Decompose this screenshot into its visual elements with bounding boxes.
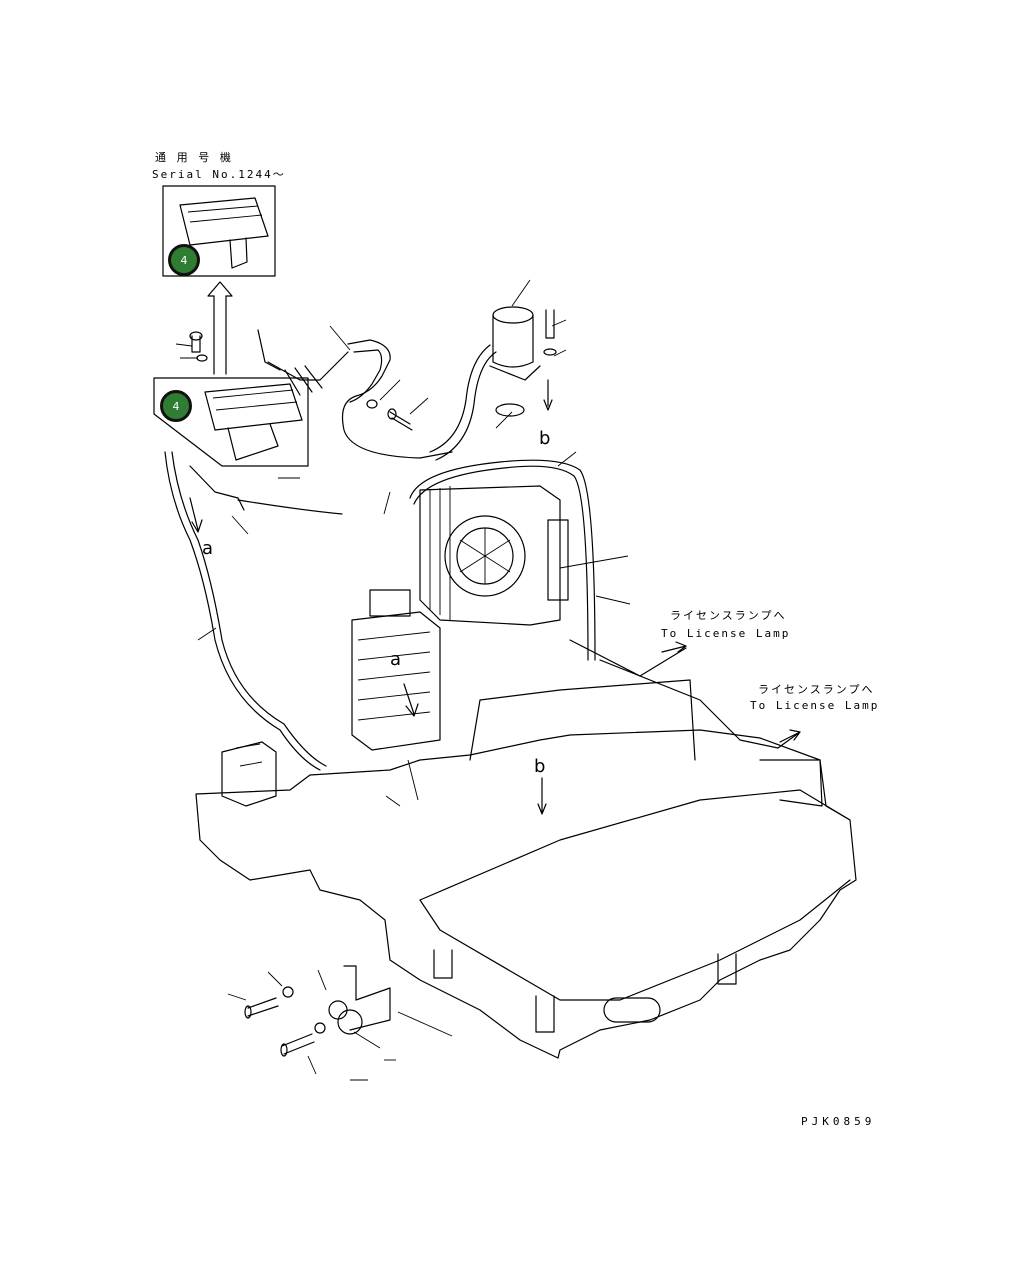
serial-header-jp: 通 用 号 機 — [155, 151, 233, 164]
up-arrow — [207, 281, 233, 375]
hose-top — [429, 344, 491, 453]
arrow-b2 — [537, 777, 547, 815]
lamp-wire-2 — [599, 659, 801, 749]
upper-harness — [257, 329, 453, 459]
terminal-block — [204, 383, 303, 461]
letter-a-center: a — [390, 649, 402, 670]
radiator-harness — [409, 459, 596, 661]
lamp-arrow-1 — [661, 641, 687, 653]
bolt-top-left — [189, 331, 208, 362]
lamp-label-2-en: To License Lamp — [750, 699, 880, 712]
lamp-label-1-jp: ライセンスランプへ — [670, 609, 787, 622]
callout-badge-top: 4 — [168, 244, 200, 276]
radiator — [419, 485, 569, 626]
letter-b-top: b — [539, 428, 551, 449]
control-valve — [351, 589, 441, 751]
filter-canister — [489, 306, 557, 417]
lamp-label-1-en: To License Lamp — [661, 627, 791, 640]
chassis — [195, 679, 857, 1059]
lamp-arrow-2 — [779, 729, 801, 743]
battery-box — [221, 741, 277, 807]
arrow-a2 — [403, 683, 419, 717]
drawing-code: PJK0859 — [801, 1115, 876, 1128]
bottom-fasteners — [244, 965, 391, 1057]
leader-lines — [175, 279, 631, 1081]
arrow-a1 — [189, 497, 203, 533]
bolt-mid — [366, 399, 413, 431]
left-harness — [164, 451, 321, 771]
callout-badge-mid: 4 — [160, 390, 192, 422]
mid-inset-box — [153, 377, 309, 467]
lamp-label-2-jp: ライセンスランプへ — [758, 683, 875, 696]
inset-terminal-block — [179, 197, 269, 269]
serial-header-en: Serial No.1244～ — [152, 168, 286, 181]
letter-a-left: a — [202, 538, 214, 559]
inset-box — [162, 185, 276, 277]
letter-b-center: b — [534, 756, 546, 777]
